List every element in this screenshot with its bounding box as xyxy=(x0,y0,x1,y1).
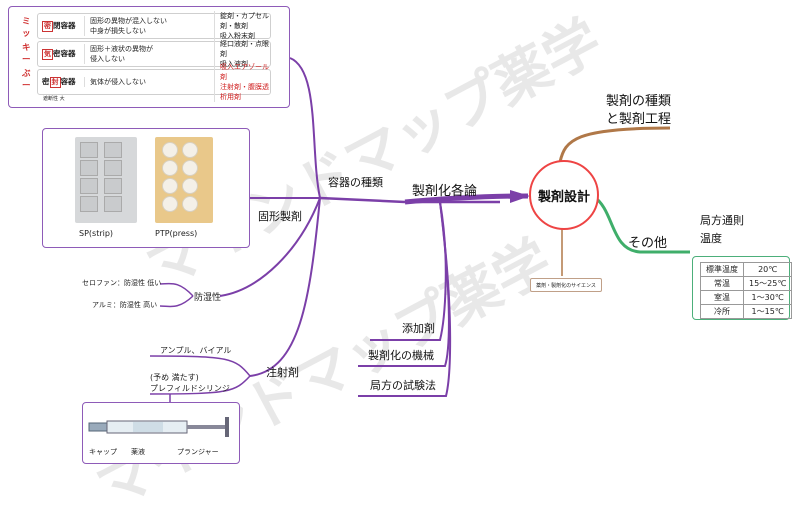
node-additives: 添加剤 xyxy=(402,322,435,335)
syringe-icon xyxy=(88,417,229,437)
container-usage: 吸入エアゾール剤 注射剤・腹膜透析用剤 xyxy=(214,62,270,102)
strip-cell xyxy=(80,196,98,212)
injection-prefill-note: (予め 満たす) xyxy=(150,373,199,382)
temp-value: 1〜15℃ xyxy=(742,304,793,319)
container-description: 固形の異物が混入しない 中身が損失しない xyxy=(84,16,214,36)
ptp-label: PTP(press) xyxy=(155,229,198,238)
injection-prefilled-syringe: プレフィルドシリンジ xyxy=(150,384,230,393)
container-usage: 錠剤・カプセル剤・散剤 吸入粉末剤 xyxy=(214,11,270,41)
moisture-cellophane: セロファン：防湿性 低い xyxy=(82,279,162,287)
mnemonic-letter: ー xyxy=(22,81,31,91)
node-machinery: 製剤化の機械 xyxy=(368,349,434,362)
pill xyxy=(162,196,178,212)
node-formulation: 製剤化各論 xyxy=(412,184,478,199)
container-name: 気密容器 xyxy=(42,49,76,60)
container-row-hermetic: 密封容器 気体が侵入しない 吸入エアゾール剤 注射剤・腹膜透析用剤 xyxy=(37,62,271,102)
node-types-line2: と製剤工程 xyxy=(606,112,672,127)
temp-term: 冷所 xyxy=(700,304,744,319)
node-solid: 固形製剤 xyxy=(258,210,302,223)
center-node: 製剤設計 xyxy=(529,160,599,230)
pill xyxy=(162,178,178,194)
moisture-aluminum: アルミ：防湿性 高い xyxy=(92,301,158,309)
strip-cell xyxy=(80,142,98,158)
solid-dosage-panel: SP(strip) PTP(press) xyxy=(42,128,250,248)
arrow-note: 遮断性 大 xyxy=(43,96,65,102)
node-other: その他 xyxy=(628,236,668,251)
pill xyxy=(182,178,198,194)
temp-term: 標準温度 xyxy=(700,262,744,277)
container-usage: 経口液剤・点眼剤 吸入液剤 xyxy=(214,39,270,69)
temp-value: 20℃ xyxy=(742,262,793,277)
temp-term: 常温 xyxy=(700,276,744,291)
pill xyxy=(182,160,198,176)
mnemonic-letter: ー xyxy=(22,55,31,65)
pill xyxy=(182,142,198,158)
node-injection: 注射剤 xyxy=(266,366,299,379)
syringe-label-cap: キャップ xyxy=(89,448,117,456)
mnemonic-letter: ミ xyxy=(22,17,31,27)
temp-term: 室温 xyxy=(700,290,744,305)
center-note: 薬剤・製剤化のサイエンス xyxy=(530,278,602,292)
node-general-rules: 局方通則 xyxy=(700,214,744,227)
strip-cell xyxy=(80,178,98,194)
node-moisture: 防湿性 xyxy=(194,293,222,303)
node-temperature: 温度 xyxy=(700,232,722,245)
container-row-tight: 気密容器 固形＋液状の異物が 侵入しない 経口液剤・点眼剤 吸入液剤 xyxy=(37,39,271,69)
mnemonic-letter: ぶ xyxy=(22,69,31,79)
strip-cell xyxy=(104,142,122,158)
container-name: 密封容器 xyxy=(42,77,76,88)
syringe-label-drug: 薬液 xyxy=(131,448,145,456)
mnemonic-letter: ッ xyxy=(22,29,31,39)
syringe-panel: キャップ 薬液 プランジャー xyxy=(82,402,240,464)
strip-cell xyxy=(80,160,98,176)
pill xyxy=(162,160,178,176)
temp-value: 15〜25℃ xyxy=(742,276,793,291)
node-types-line1: 製剤の種類 xyxy=(606,94,672,109)
temp-value: 1〜30℃ xyxy=(742,290,793,305)
pill xyxy=(162,142,178,158)
pill xyxy=(182,196,198,212)
mnemonic-letter: キ xyxy=(22,43,31,53)
strip-cell xyxy=(104,196,122,212)
strip-cell xyxy=(104,178,122,194)
container-description: 固形＋液状の異物が 侵入しない xyxy=(84,44,214,64)
node-tests: 局方の試験法 xyxy=(370,379,436,392)
container-row-well-closed: 密閉容器 固形の異物が混入しない 中身が損失しない 錠剤・カプセル剤・散剤 吸入… xyxy=(37,11,271,41)
syringe-label-plunger: プランジャー xyxy=(177,448,219,456)
strip-label: SP(strip) xyxy=(79,229,114,238)
strip-cell xyxy=(104,160,122,176)
injection-ampoule: アンプル、バイアル xyxy=(160,346,232,355)
container-description: 気体が侵入しない xyxy=(84,77,214,87)
node-container-types: 容器の種類 xyxy=(328,176,383,189)
container-name: 密閉容器 xyxy=(42,21,76,32)
container-types-panel: ミ ッ キ ー ぶ ー 密閉容器 固形の異物が混入しない 中身が損失しない 錠剤… xyxy=(8,6,290,108)
